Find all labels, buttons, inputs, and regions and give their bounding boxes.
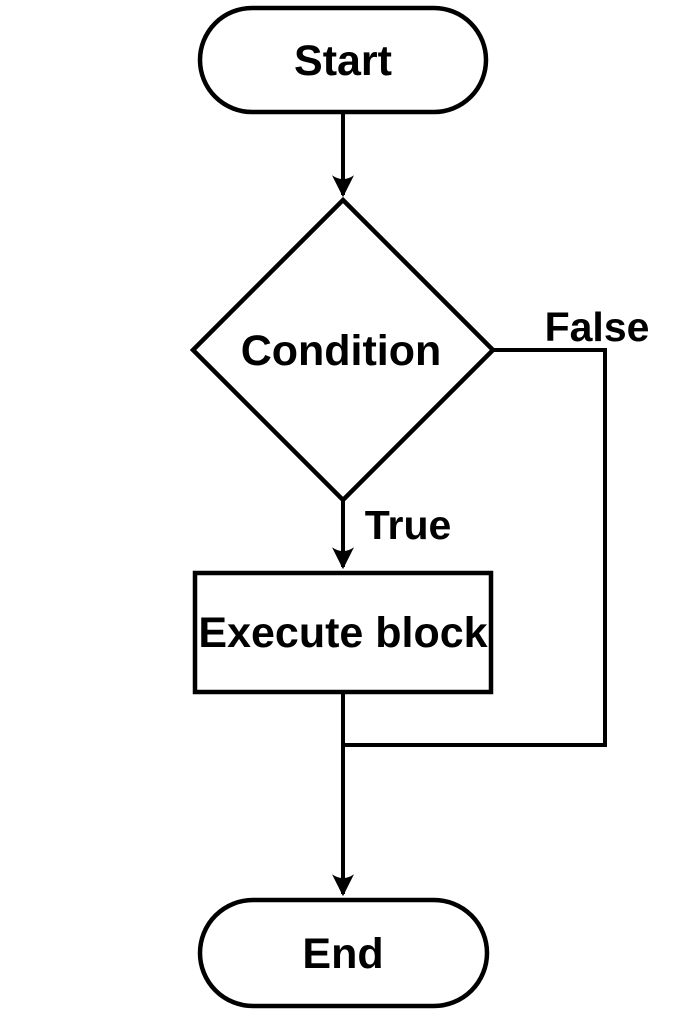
edge-condition-to-end-false bbox=[345, 348, 607, 747]
edge-label-true: True bbox=[365, 502, 452, 548]
execute-node-label: Execute block bbox=[198, 609, 487, 657]
execute-node: Execute block bbox=[192, 570, 494, 695]
condition-node-label: Condition bbox=[241, 327, 442, 375]
start-node: Start bbox=[197, 5, 489, 115]
condition-node: Condition bbox=[189, 196, 497, 504]
edge-label-false: False bbox=[545, 304, 650, 350]
execute-node-shape bbox=[192, 570, 494, 695]
start-node-label: Start bbox=[294, 37, 392, 85]
end-node: End bbox=[197, 897, 490, 1009]
end-node-label: End bbox=[302, 930, 383, 978]
start-node-shape bbox=[197, 5, 489, 115]
condition-node-shape bbox=[189, 196, 497, 504]
end-node-shape bbox=[197, 897, 490, 1009]
